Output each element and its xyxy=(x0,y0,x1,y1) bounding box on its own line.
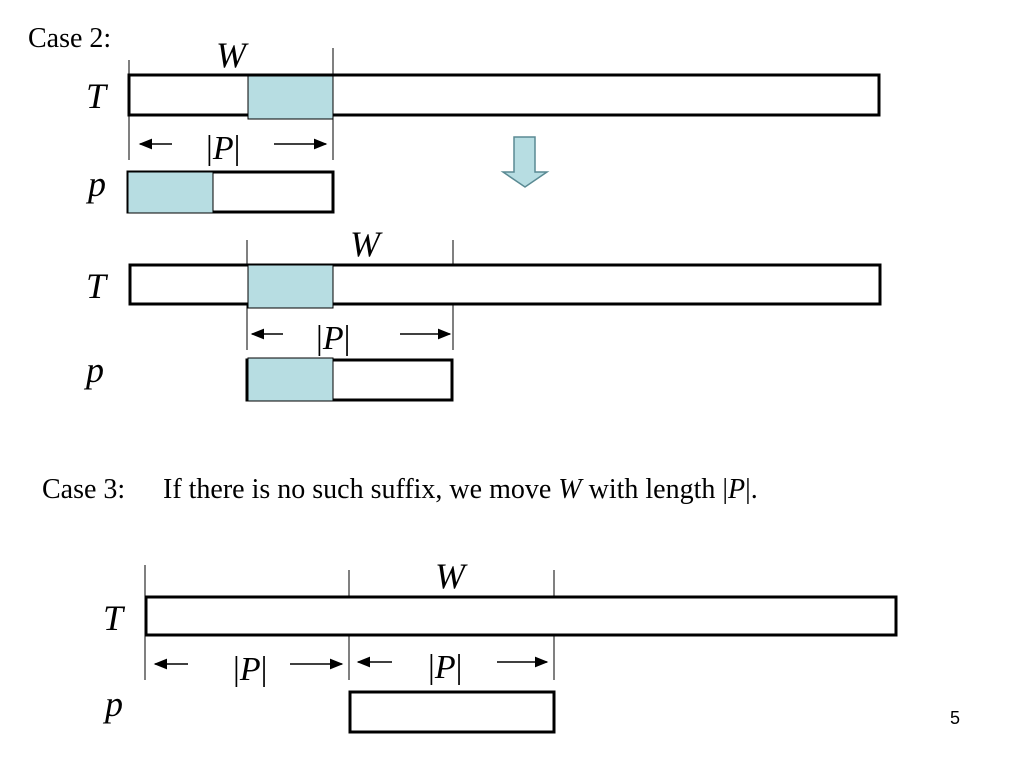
pattern-label-p-a: p xyxy=(85,164,106,204)
pattern-match-a xyxy=(127,171,214,214)
case3-description: If there is no such suffix, we move W wi… xyxy=(163,474,758,505)
window-label-w-c: W xyxy=(435,556,468,596)
length-label-c2: |P| xyxy=(428,649,462,686)
window-label-w-b: W xyxy=(350,224,383,264)
text-label-t-b: T xyxy=(86,266,109,306)
case2-label: Case 2: xyxy=(28,23,111,54)
text-bar-b xyxy=(128,263,882,306)
length-label-c1: |P| xyxy=(233,651,267,688)
text-match-a xyxy=(247,75,334,120)
text-bar-a xyxy=(127,73,881,117)
length-label-b: |P| xyxy=(316,320,350,357)
length-label-a: |P| xyxy=(206,130,240,167)
text-label-t-a: T xyxy=(86,76,109,116)
page-number: 5 xyxy=(950,708,960,728)
pattern-match-b xyxy=(247,357,334,402)
pattern-label-p-b: p xyxy=(83,350,104,390)
down-arrow-icon xyxy=(500,136,550,188)
case3-label: Case 3: xyxy=(42,474,125,505)
text-bar-c xyxy=(144,595,898,637)
pattern-label-p-c: p xyxy=(102,684,123,724)
text-label-t-c: T xyxy=(103,598,126,638)
pattern-bar-c xyxy=(348,690,556,734)
window-label-w-a: W xyxy=(216,35,249,75)
text-match-b xyxy=(247,264,334,309)
